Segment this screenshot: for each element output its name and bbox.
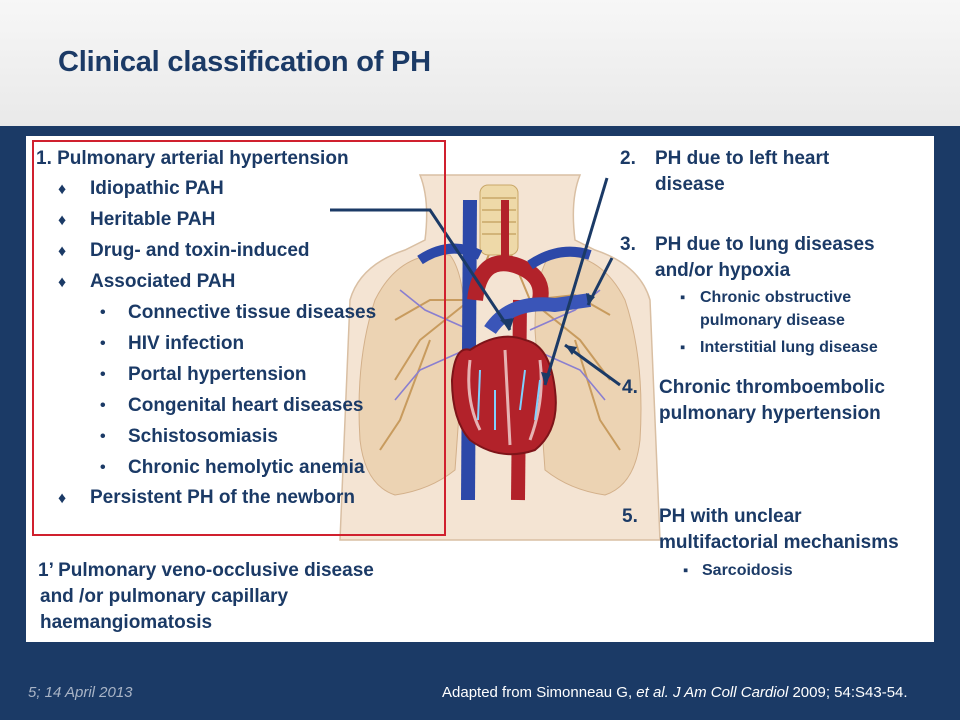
group5-line: multifactorial mechanisms bbox=[659, 532, 899, 553]
group5-bullet: Sarcoidosis bbox=[702, 562, 793, 579]
group1prime-line: and /or pulmonary capillary bbox=[40, 586, 289, 607]
bullet-icon: • bbox=[100, 428, 106, 445]
group3-bullet-cont: pulmonary disease bbox=[700, 312, 845, 329]
group1-subitem: Connective tissue diseases bbox=[128, 302, 377, 323]
slide-title: Clinical classification of PH bbox=[58, 46, 431, 78]
square-bullet-icon: ▪ bbox=[680, 289, 686, 306]
citation-part: 2009; 54:S43-54. bbox=[788, 684, 908, 701]
group1-item: Idiopathic PAH bbox=[90, 178, 224, 199]
group3-bullet: Chronic obstructive bbox=[700, 289, 852, 306]
aortic-arch bbox=[467, 255, 549, 302]
slide-header bbox=[0, 0, 960, 126]
group1prime-line: haemangiomatosis bbox=[40, 612, 213, 633]
group4-line: pulmonary hypertension bbox=[659, 403, 881, 424]
flow-arrows bbox=[477, 369, 541, 430]
group1-subitem: HIV infection bbox=[128, 333, 245, 354]
subclavian-vein bbox=[417, 243, 483, 265]
trachea bbox=[479, 184, 519, 256]
group3-line: and/or hypoxia bbox=[655, 260, 791, 281]
group1-subitem: Schistosomiasis bbox=[128, 426, 278, 447]
slide-number-date: 5; 14 April 2013 bbox=[28, 684, 133, 701]
diamond-icon: ♦ bbox=[58, 490, 67, 507]
group1-item: Drug- and toxin-induced bbox=[90, 240, 310, 261]
group4-number: 4. bbox=[622, 377, 638, 398]
diamond-icon: ♦ bbox=[58, 274, 67, 291]
group1-subitem: Congenital heart diseases bbox=[128, 395, 364, 416]
group1-subitem: Chronic hemolytic anemia bbox=[128, 457, 365, 478]
group5-number: 5. bbox=[622, 506, 638, 527]
citation: Adapted from Simonneau G, et al. J Am Co… bbox=[442, 684, 908, 701]
arrow-group4 bbox=[564, 343, 621, 387]
group1-item: Associated PAH bbox=[90, 271, 236, 292]
heart-chambers bbox=[467, 349, 543, 446]
diamond-icon: ♦ bbox=[58, 181, 67, 198]
diamond-icon: ♦ bbox=[58, 243, 67, 260]
group2-line: disease bbox=[655, 174, 725, 195]
group1-subitem: Portal hypertension bbox=[128, 364, 307, 385]
group3-bullet: Interstitial lung disease bbox=[700, 339, 878, 356]
group4-line: Chronic thromboembolic bbox=[659, 377, 885, 398]
group3-line: PH due to lung diseases bbox=[655, 234, 875, 255]
group2-line: PH due to left heart bbox=[655, 148, 830, 169]
right-lung bbox=[534, 254, 642, 496]
pulmonary-artery bbox=[484, 293, 591, 335]
bullet-icon: • bbox=[100, 459, 106, 476]
group5-line: PH with unclear bbox=[659, 506, 802, 527]
group1-item: Heritable PAH bbox=[90, 209, 216, 230]
group1prime-line: 1’ Pulmonary veno-occlusive disease bbox=[38, 560, 374, 581]
citation-part: Adapted from Simonneau G, bbox=[442, 684, 637, 701]
square-bullet-icon: ▪ bbox=[680, 339, 686, 356]
group1-highlight-box bbox=[32, 140, 446, 536]
arrow-heads bbox=[500, 293, 595, 385]
arrow-group1 bbox=[330, 208, 512, 331]
citation-journal: et al. J Am Coll Cardiol bbox=[636, 684, 789, 701]
arrow-group2 bbox=[543, 177, 609, 386]
bullet-icon: • bbox=[100, 335, 106, 352]
trachea-rings bbox=[482, 197, 516, 235]
group1-item-last: Persistent PH of the newborn bbox=[90, 487, 355, 508]
group1-heading: 1. Pulmonary arterial hypertension bbox=[36, 148, 349, 169]
bullet-icon: • bbox=[100, 366, 106, 383]
bullet-icon: • bbox=[100, 397, 106, 414]
group2-number: 2. bbox=[620, 148, 636, 169]
group3-number: 3. bbox=[620, 234, 636, 255]
square-bullet-icon: ▪ bbox=[683, 562, 689, 579]
diamond-icon: ♦ bbox=[58, 212, 67, 229]
bullet-icon: • bbox=[100, 304, 106, 321]
